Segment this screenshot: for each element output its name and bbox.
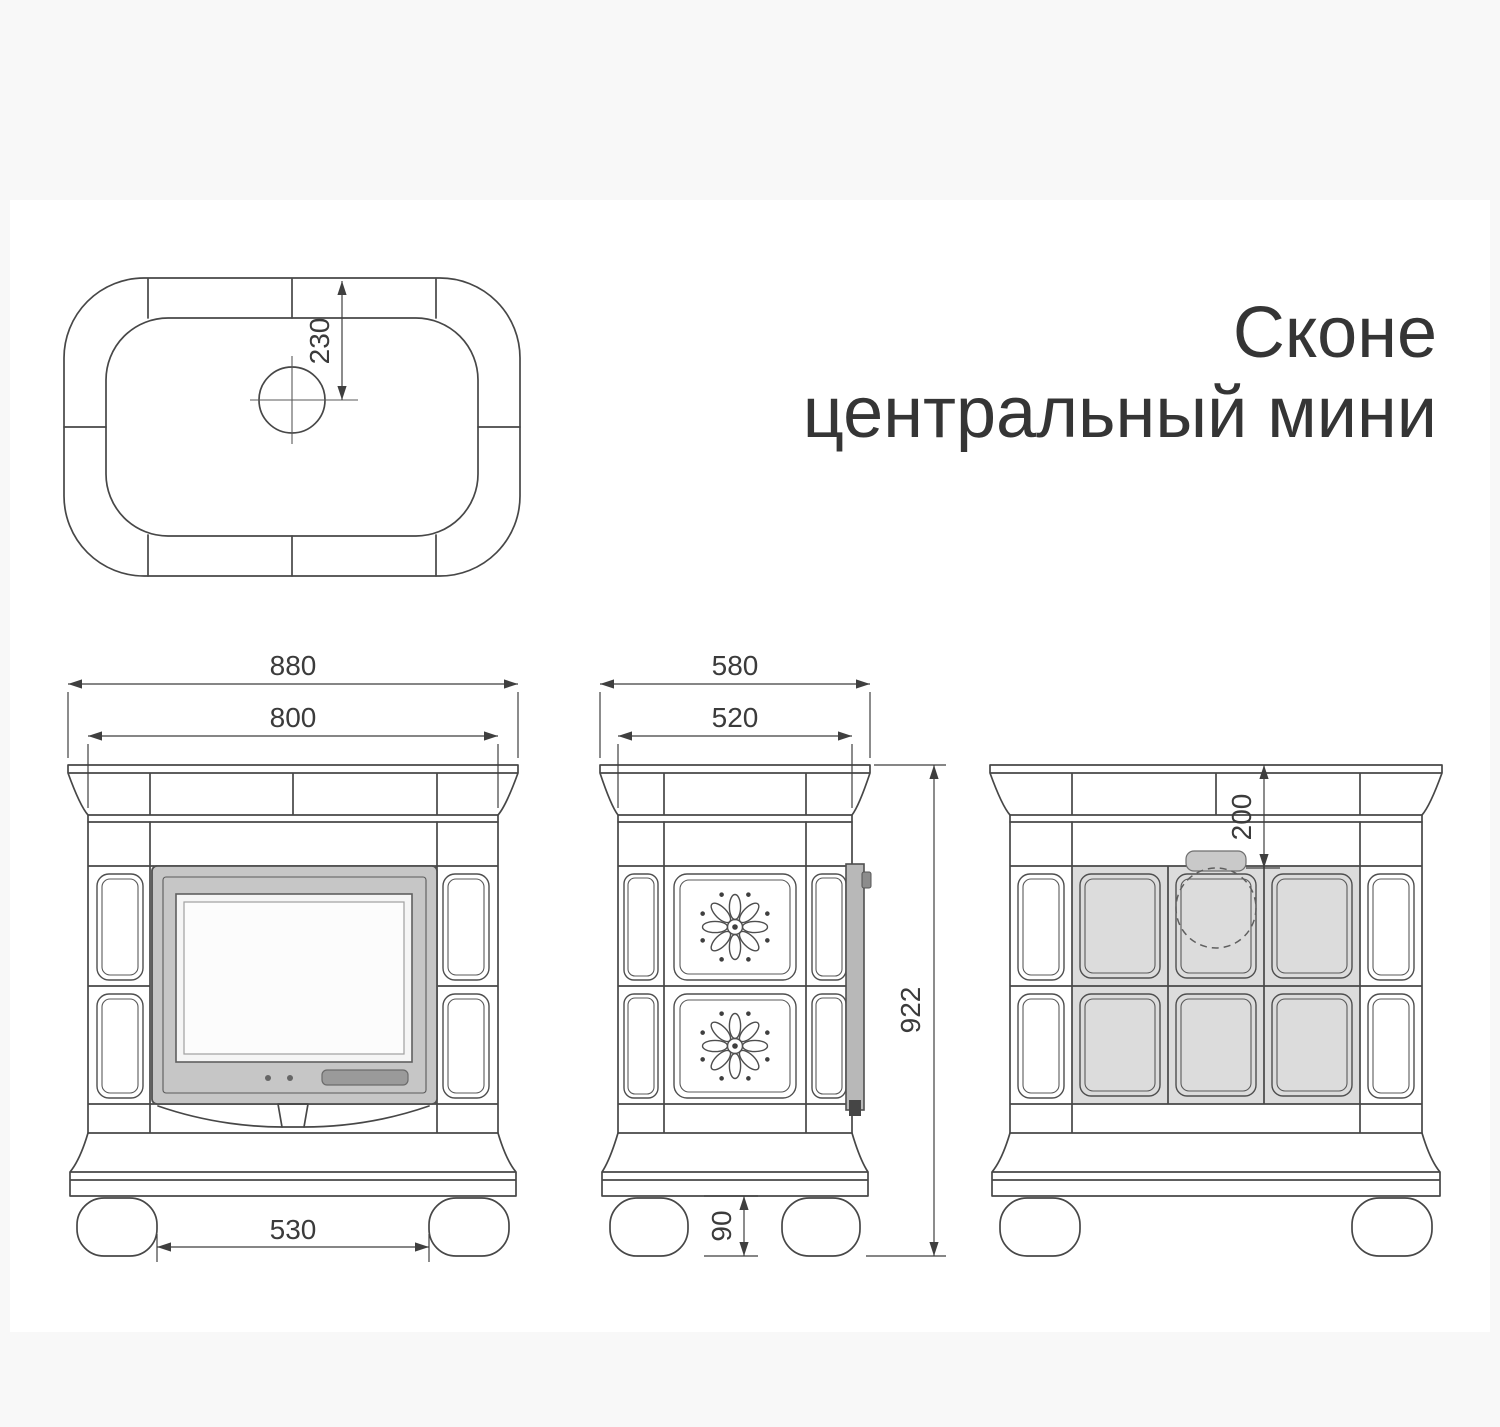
back-foot-left — [999, 1197, 1081, 1257]
apron-curves — [157, 1105, 430, 1128]
shaded-tile-area — [1072, 866, 1360, 1104]
back-column-tile-frames — [1017, 873, 1415, 1099]
dim-text-90: 90 — [706, 1210, 737, 1241]
door-knob-right — [287, 1075, 293, 1081]
back-foot-right — [1351, 1197, 1433, 1257]
back-cornice — [989, 764, 1443, 823]
front-foot-left — [76, 1197, 158, 1257]
dim-front-overall-width: 880 — [67, 650, 519, 758]
back-plinth — [991, 1132, 1441, 1197]
front-view: 880 800 530 — [67, 650, 519, 1262]
side-view: 580 520 922 90 — [599, 650, 946, 1257]
dim-front-feet-span: 530 — [156, 1214, 430, 1262]
flue-crosshair — [250, 356, 358, 444]
side-plinth — [601, 1132, 869, 1197]
dim-foot-height: 90 — [704, 1195, 758, 1257]
dim-text-580: 580 — [712, 650, 759, 681]
door-knob-left — [265, 1075, 271, 1081]
dim-text-520: 520 — [712, 702, 759, 733]
door-frame-inner-line — [162, 876, 427, 1094]
top-view: 230 — [63, 277, 521, 577]
side-center-tiles — [673, 873, 797, 1099]
dim-text-200: 200 — [1226, 794, 1257, 841]
door-vent-bar — [321, 1069, 409, 1086]
title-line-1: Сконе — [1233, 293, 1437, 373]
side-foot-front — [609, 1197, 689, 1257]
title: Сконе центральный мини — [803, 293, 1437, 453]
back-shaded-tile-frames — [1079, 873, 1353, 1097]
side-foot-back — [781, 1197, 861, 1257]
front-cornice — [67, 764, 519, 823]
dim-front-body-width: 800 — [87, 702, 499, 808]
door-hinge — [849, 1100, 861, 1116]
dim-text-530: 530 — [270, 1214, 317, 1245]
dim-text-880: 880 — [270, 650, 317, 681]
dim-flue-top-offset: 200 — [1226, 765, 1280, 869]
dim-text-800: 800 — [270, 702, 317, 733]
door-side-strip — [845, 863, 865, 1111]
dim-text-922: 922 — [895, 987, 926, 1034]
top-view-tile-joints — [63, 278, 521, 577]
front-foot-right — [428, 1197, 510, 1257]
drawing-sheet — [10, 200, 1490, 1332]
dim-overall-height: 922 — [866, 764, 946, 1257]
flue-outlet-dashed-circle — [1175, 867, 1257, 949]
front-column-tile-frames — [96, 873, 490, 1099]
dim-side-body-depth: 520 — [617, 702, 853, 808]
dim-text-230: 230 — [304, 318, 335, 365]
fireplace-door — [151, 865, 438, 1105]
dim-flue-center-offset: 230 — [304, 281, 347, 400]
front-plinth — [69, 1132, 517, 1197]
title-line-2: центральный мини — [803, 373, 1437, 453]
flue-collar — [1185, 850, 1247, 872]
side-door-profile — [845, 863, 872, 1116]
side-cornice — [599, 764, 871, 823]
door-glass-inner — [183, 901, 405, 1055]
back-view: 200 — [989, 764, 1443, 1257]
door-handle — [861, 871, 872, 889]
dim-side-overall-depth: 580 — [599, 650, 871, 758]
